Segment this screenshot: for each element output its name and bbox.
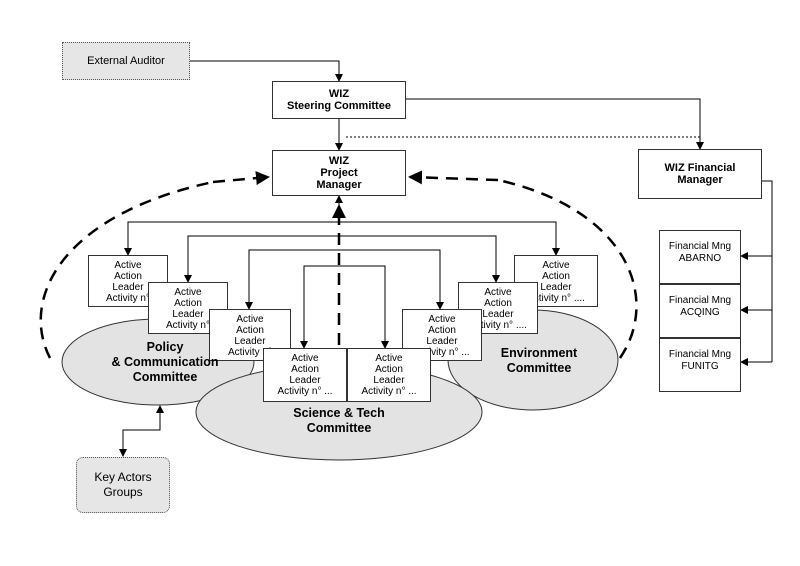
act-4-l2: Action [291,364,319,375]
environment-line2: Committee [506,361,572,375]
act-4-l1: Active [291,353,319,364]
act-2-l2: Action [174,298,202,309]
act-1-l3: Leader [112,282,144,293]
fin-mng-2-line1: Financial Mng [668,295,732,306]
act-5-l2: Action [375,364,403,375]
act-3-l3: Leader [234,336,266,347]
act-2-l4: Activity n° [165,320,210,331]
act-1-l4: Activity n° [105,293,150,304]
act-6-l1: Active [428,314,456,325]
financial-manager-box: WIZ Financial Manager [638,149,762,199]
key-actors-connector [119,406,161,457]
act-7-l4: Activity n° .... [527,293,585,304]
science-line1: Science & Tech [293,406,385,420]
act-1-l1: Active [114,260,142,271]
fin-mng-3-line2: FUNITG [681,361,719,372]
act-3-l1: Active [236,314,264,325]
key-actors-line1: Key Actors [94,470,152,484]
act-8-l4: Activity n° .... [469,320,527,331]
steering-to-fin-connector [406,98,704,150]
financial-mng-funitg: Financial Mng FUNITG [659,338,741,392]
dashed-arrow-right [408,170,499,185]
activity-box-4: Active Action Leader Activity n° ... [263,348,347,402]
policy-line3: Committee [132,370,198,384]
environment-committee-label: Environment Committee [486,346,592,376]
steering-line1: WIZ [328,88,350,100]
act-1-l2: Action [114,271,142,282]
fin-mng-3-line1: Financial Mng [668,349,732,360]
science-line2: Committee [306,421,372,435]
act-7-l3: Leader [540,282,572,293]
dashed-loop [39,178,638,359]
pm-line1: WIZ [328,155,350,167]
act-5-l3: Leader [373,375,405,386]
policy-committee-label: Policy & Communication Committee [100,340,230,385]
act-8-l1: Active [484,287,512,298]
environment-line1: Environment [500,346,578,360]
act-3-l2: Action [236,325,264,336]
act-5-l1: Active [375,353,403,364]
pm-bracket-outer [127,221,557,255]
auditor-connector [190,60,343,82]
key-actors-box: Key Actors Groups [76,457,170,513]
fin-mng-1-line1: Financial Mng [668,241,732,252]
steering-committee-box: WIZ Steering Committee [272,81,406,119]
policy-line2: & Communication [111,355,219,369]
dashed-arrow-left [212,171,270,186]
pm-bracket-inner [248,249,441,309]
activity-box-7: Active Action Leader Activity n° .... [514,255,598,307]
pm-bracket-center [303,265,386,348]
external-auditor-label: External Auditor [87,55,165,67]
steering-line2: Steering Committee [287,100,391,112]
science-committee-label: Science & Tech Committee [274,406,404,436]
act-6-l2: Action [428,325,456,336]
project-manager-box: WIZ Project Manager [272,150,406,196]
external-auditor-box: External Auditor [62,42,190,80]
policy-line1: Policy [146,340,184,354]
act-7-l2: Action [542,271,570,282]
activity-box-8: Active Action Leader Activity n° .... [458,282,538,334]
activity-box-5: Active Action Leader Activity n° ... [347,348,431,402]
pm-line3: Manager [316,179,362,191]
fin-bus-connector [762,180,773,362]
act-2-l3: Leader [172,309,204,320]
pm-bracket-mid [187,235,497,282]
act-2-l1: Active [174,287,202,298]
act-8-l2: Action [484,298,512,309]
act-4-l3: Leader [289,375,321,386]
key-actors-line2: Groups [103,485,143,499]
fin-mng-1-line2: ABARNO [678,253,722,264]
financial-mng-abarno: Financial Mng ABARNO [659,230,741,284]
financial-mng-acqing: Financial Mng ACQING [659,284,741,338]
act-6-l4: Activity n° ... [414,347,470,358]
act-3-l4: Activity n° [227,347,272,358]
act-5-l4: Activity n° ... [361,386,417,397]
act-7-l1: Active [542,260,570,271]
fin-manager-line2: Manager [677,174,723,186]
fin-mng-2-line2: ACQING [680,307,720,318]
activity-box-3: Active Action Leader Activity n° [209,309,291,361]
act-4-l4: Activity n° ... [277,386,333,397]
fin-manager-line1: WIZ Financial [664,162,736,174]
act-8-l3: Leader [482,309,514,320]
act-6-l3: Leader [426,336,458,347]
pm-line2: Project [320,167,358,179]
